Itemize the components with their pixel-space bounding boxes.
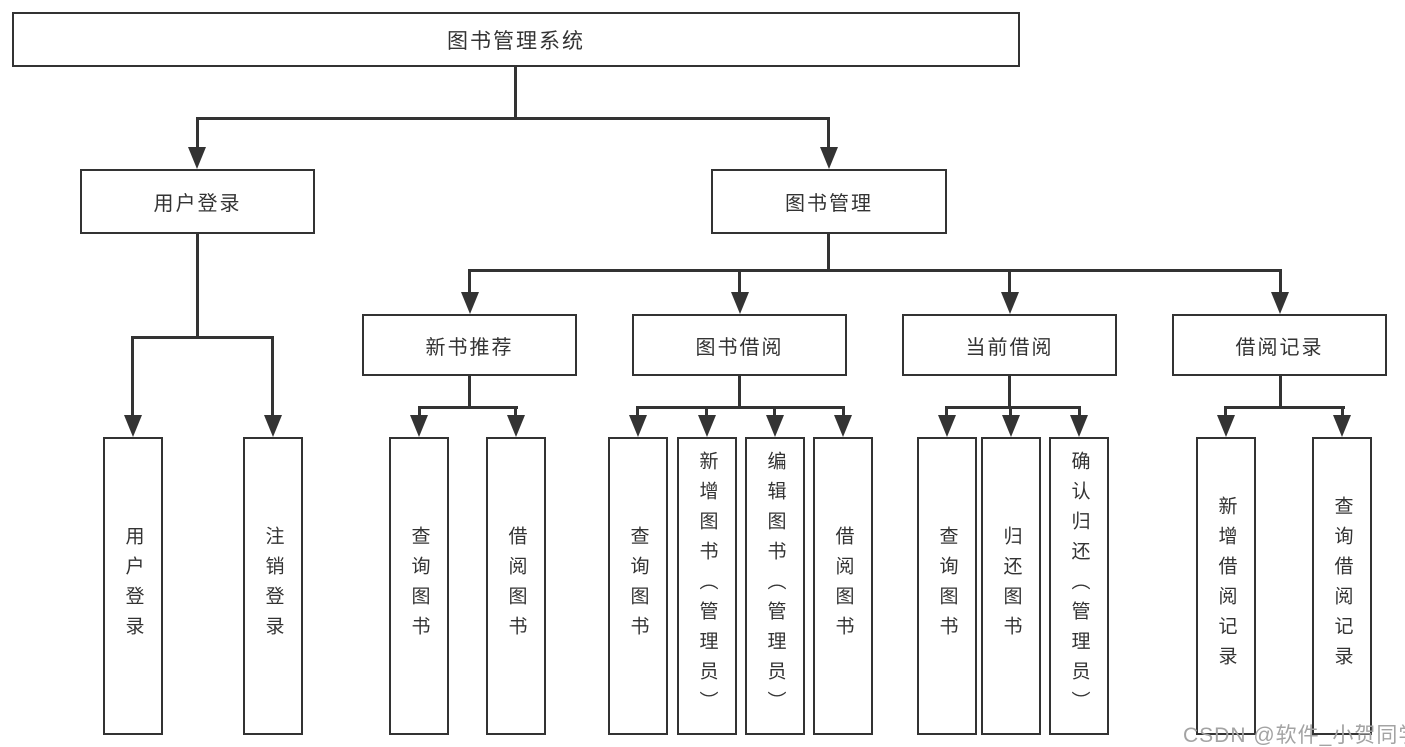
connector-line (705, 406, 708, 418)
leaf-borrow-books-recommend: 借阅图书 (486, 437, 546, 735)
leaf-add-borrow-record: 新增借阅记录 (1196, 437, 1256, 735)
connector-line (636, 406, 845, 409)
connector-line (514, 67, 517, 120)
connector-line (827, 117, 830, 150)
arrowhead-down-icon (1002, 415, 1020, 437)
connector-line (1008, 376, 1011, 409)
connector-line (271, 336, 274, 418)
connector-line (468, 269, 471, 295)
connector-line (1341, 406, 1344, 418)
connector-line (418, 406, 421, 418)
connector-line (468, 376, 471, 409)
arrowhead-down-icon (938, 415, 956, 437)
csdn-watermark: CSDN @软件_小贺同学 (1183, 724, 1405, 747)
connector-line (945, 406, 948, 418)
node-new-book-recommendation: 新书推荐 (362, 314, 577, 376)
connector-line (1224, 406, 1227, 418)
node-library-management-system: 图书管理系统 (12, 12, 1020, 67)
arrowhead-down-icon (1333, 415, 1351, 437)
arrowhead-down-icon (1271, 292, 1289, 314)
connector-line (196, 234, 199, 338)
leaf-edit-books-admin: 编辑图书（管理员） (745, 437, 805, 735)
arrowhead-down-icon (820, 147, 838, 169)
node-current-borrowing: 当前借阅 (902, 314, 1117, 376)
node-user-login: 用户登录 (80, 169, 315, 234)
arrowhead-down-icon (461, 292, 479, 314)
leaf-query-books-borrowing: 查询图书 (608, 437, 668, 735)
connector-line (738, 269, 741, 295)
connector-line (418, 406, 518, 409)
connector-line (196, 117, 830, 120)
connector-line (636, 406, 639, 418)
leaf-add-books-admin: 新增图书（管理员） (677, 437, 737, 735)
arrowhead-down-icon (629, 415, 647, 437)
arrowhead-down-icon (124, 415, 142, 437)
node-book-borrowing: 图书借阅 (632, 314, 847, 376)
connector-line (1279, 269, 1282, 295)
connector-line (468, 269, 1282, 272)
leaf-return-books: 归还图书 (981, 437, 1041, 735)
arrowhead-down-icon (698, 415, 716, 437)
arrowhead-down-icon (264, 415, 282, 437)
connector-line (196, 117, 199, 150)
arrowhead-down-icon (766, 415, 784, 437)
arrowhead-down-icon (1070, 415, 1088, 437)
connector-line (1224, 406, 1345, 409)
leaf-user-login: 用户登录 (103, 437, 163, 735)
node-borrowing-records: 借阅记录 (1172, 314, 1387, 376)
node-book-management: 图书管理 (711, 169, 947, 234)
arrowhead-down-icon (188, 147, 206, 169)
connector-line (738, 376, 741, 409)
connector-line (1279, 376, 1282, 409)
arrowhead-down-icon (410, 415, 428, 437)
arrowhead-down-icon (731, 292, 749, 314)
arrowhead-down-icon (1217, 415, 1235, 437)
connector-line (1009, 406, 1012, 418)
leaf-query-books-current: 查询图书 (917, 437, 977, 735)
connector-line (945, 406, 1081, 409)
leaf-confirm-return-admin: 确认归还（管理员） (1049, 437, 1109, 735)
arrowhead-down-icon (507, 415, 525, 437)
connector-line (773, 406, 776, 418)
connector-line (842, 406, 845, 418)
connector-line (827, 234, 830, 271)
arrowhead-down-icon (834, 415, 852, 437)
leaf-borrow-books: 借阅图书 (813, 437, 873, 735)
leaf-query-books-recommend: 查询图书 (389, 437, 449, 735)
connector-line (1008, 269, 1011, 295)
arrowhead-down-icon (1001, 292, 1019, 314)
leaf-logout: 注销登录 (243, 437, 303, 735)
connector-line (131, 336, 274, 339)
connector-line (1078, 406, 1081, 418)
leaf-query-borrow-record: 查询借阅记录 (1312, 437, 1372, 735)
connector-line (131, 336, 134, 418)
connector-line (514, 406, 517, 418)
